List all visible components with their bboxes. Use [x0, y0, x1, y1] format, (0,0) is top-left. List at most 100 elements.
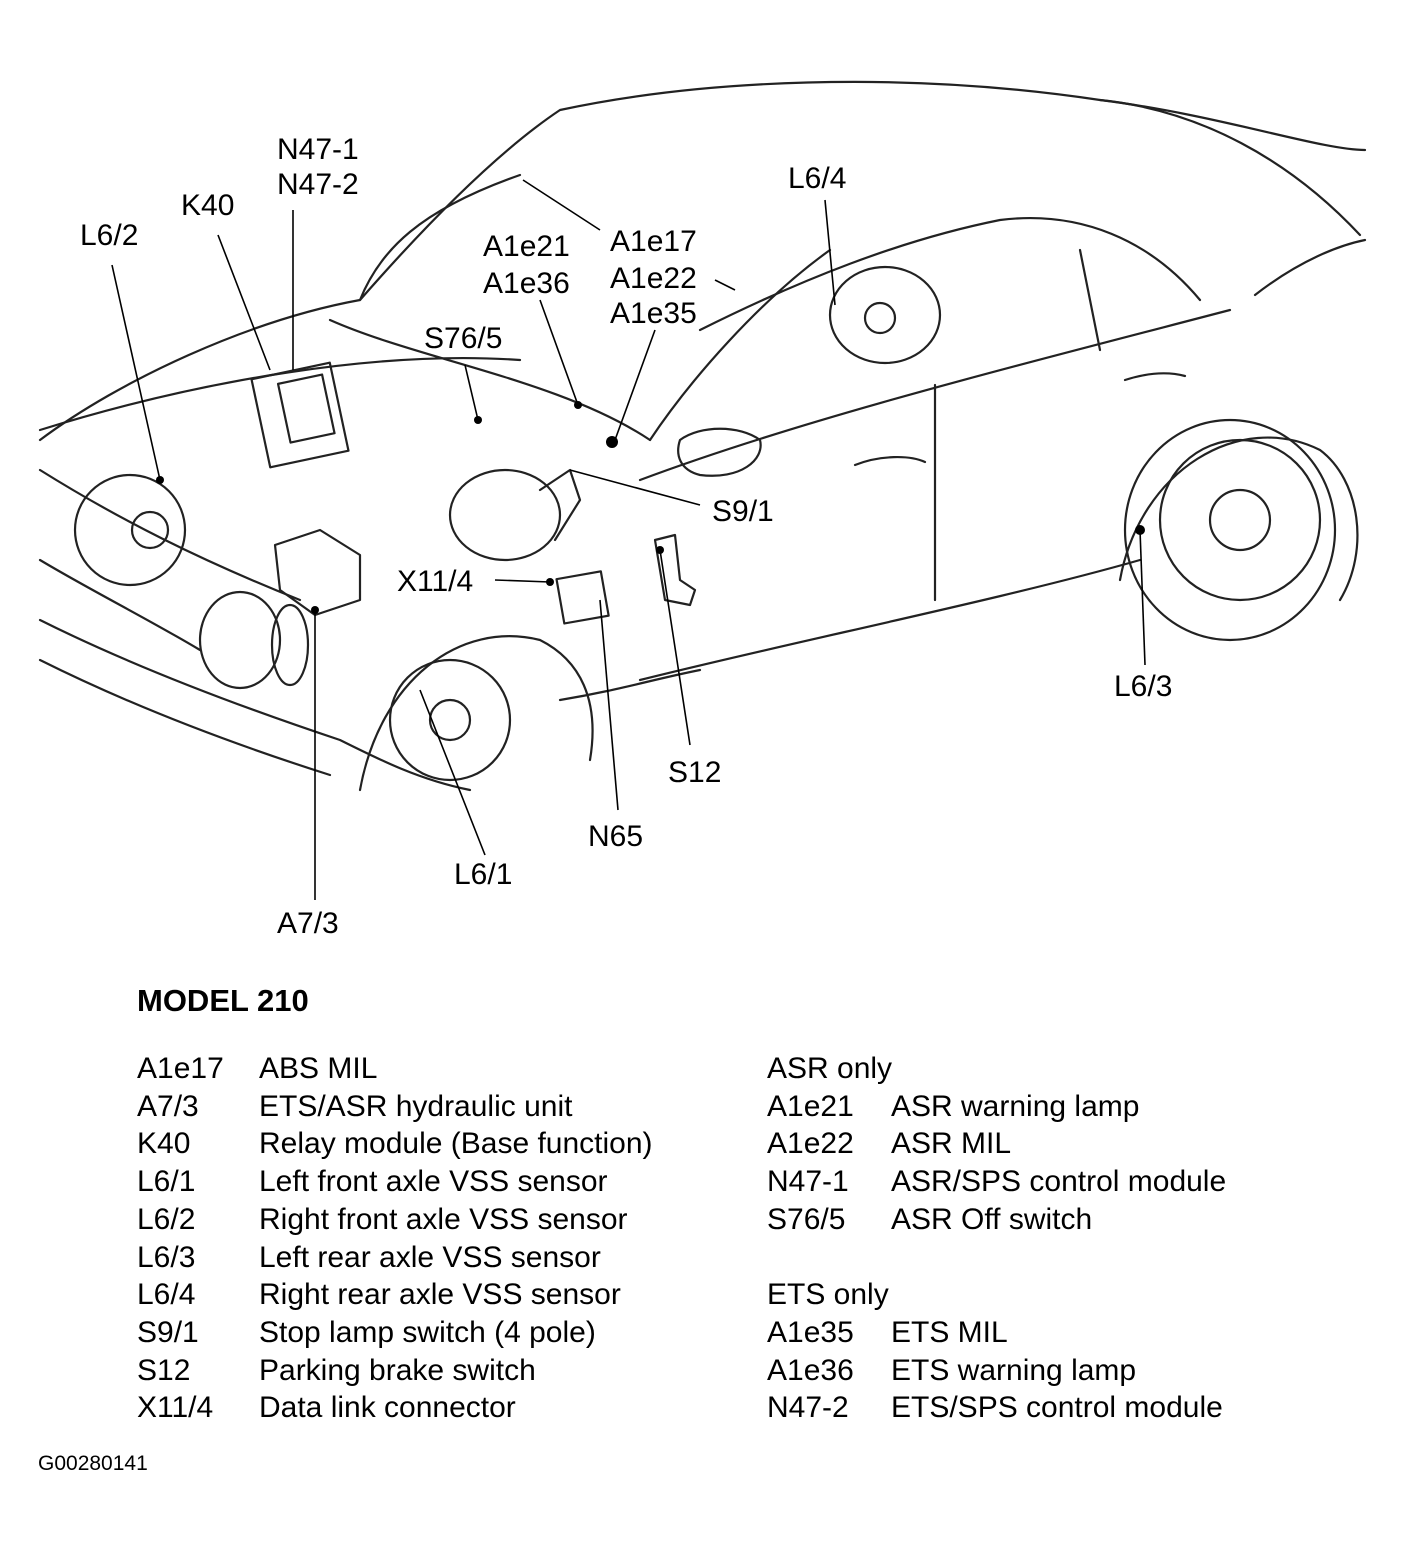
legend-desc: Right rear axle VSS sensor: [259, 1278, 621, 1312]
asr-group-heading: ASR only: [767, 1052, 893, 1085]
legend-desc: Relay module (Base function): [259, 1127, 653, 1161]
mirror: [677, 427, 762, 477]
legend-desc: Stop lamp switch (4 pole): [259, 1315, 596, 1349]
door-line-2: [1078, 248, 1102, 352]
legend-code: X11/4: [137, 1391, 214, 1425]
legend-code: S76/5: [767, 1202, 846, 1236]
legend-code: A1e17: [137, 1052, 224, 1085]
diagram-title: MODEL 210: [137, 983, 309, 1018]
data-link-box: [555, 570, 610, 625]
legend-code: A1e35: [767, 1315, 854, 1349]
callout-n47-2: N47-2: [277, 168, 359, 201]
parking-brake-bracket: [653, 533, 697, 607]
side-window-top: [698, 217, 1202, 332]
callout-x11-4: X11/4: [397, 565, 474, 598]
figure-id: G00280141: [38, 1452, 148, 1475]
legend-row: N47-1 ASR/SPS control module: [767, 1163, 1226, 1201]
legend-code: L6/1: [137, 1165, 196, 1199]
legend-desc: ETS/ASR hydraulic unit: [259, 1089, 573, 1123]
callout-l6-1: L6/1: [454, 858, 513, 891]
legend-row: A1e36 ETS warning lamp: [767, 1352, 1226, 1390]
brake-booster: [448, 468, 562, 562]
legend-row: S9/1 Stop lamp switch (4 pole): [137, 1314, 653, 1352]
callout-a1e36: A1e36: [483, 267, 570, 300]
callout-a1e17: A1e17: [610, 225, 697, 258]
roof-outline: [38, 80, 1367, 442]
hydraulic-unit: [273, 528, 362, 617]
hood-front: [38, 468, 302, 602]
legend-row: A1e21 ASR warning lamp: [767, 1088, 1226, 1126]
legend-desc: ETS warning lamp: [891, 1353, 1137, 1387]
front-wheel-arch: [358, 635, 594, 792]
legend-desc: ASR/SPS control module: [891, 1165, 1227, 1199]
legend-row: S12 Parking brake switch: [137, 1352, 653, 1390]
legend-desc: ASR warning lamp: [891, 1089, 1140, 1123]
legend-row: A1e17 ABS MIL: [137, 1050, 653, 1088]
legend-code: S12: [137, 1353, 191, 1387]
belt-line: [638, 308, 1232, 482]
headlamp: [198, 590, 282, 690]
legend-code: S9/1: [137, 1315, 199, 1349]
ets-group-heading: ETS only: [767, 1278, 889, 1312]
legend-row: L6/1 Left front axle VSS sensor: [137, 1163, 653, 1201]
control-modules: [250, 361, 350, 469]
legend-row: A1e22 ASR MIL: [767, 1125, 1226, 1163]
callout-s9-1: S9/1: [712, 495, 774, 528]
lower-body: [558, 668, 702, 702]
legend-row: N47-2 ETS/SPS control module: [767, 1389, 1226, 1427]
legend-row: K40 Relay module (Base function): [137, 1125, 653, 1163]
legend-desc: Left front axle VSS sensor: [259, 1165, 608, 1199]
legend-desc: ETS MIL: [891, 1315, 1008, 1349]
legend-row: L6/2 Right front axle VSS sensor: [137, 1201, 653, 1239]
legend-row: A1e35 ETS MIL: [767, 1314, 1226, 1352]
callout-s12: S12: [668, 756, 722, 789]
callout-l6-2: L6/2: [80, 219, 139, 252]
legend-code: A7/3: [137, 1089, 199, 1123]
a-pillar: [648, 248, 832, 442]
windshield-base: [328, 318, 652, 442]
rocker-line: [638, 558, 1142, 682]
legend-desc: Data link connector: [259, 1391, 516, 1425]
callout-k40: K40: [181, 189, 235, 222]
legend-right: ASR only A1e21 ASR warning lamp A1e22 ASR …: [767, 1050, 1226, 1427]
trunk-line: [1253, 238, 1367, 297]
legend-desc: ASR MIL: [891, 1127, 1012, 1161]
right-front-brake: [73, 473, 187, 587]
legend-code: A1e36: [767, 1353, 854, 1387]
rear-wheel-arch: [1118, 436, 1359, 602]
callout-n65: N65: [588, 820, 644, 853]
legend-row: L6/4 Right rear axle VSS sensor: [137, 1276, 653, 1314]
legend-row: X11/4 Data link connector: [137, 1389, 653, 1427]
callout-a1e35: A1e35: [610, 297, 697, 330]
legend-code: L6/3: [137, 1240, 196, 1274]
rear-tire: [1123, 418, 1337, 642]
callout-l6-3: L6/3: [1114, 670, 1173, 703]
legend-desc: Parking brake switch: [259, 1353, 536, 1387]
callout-a7-3: A7/3: [277, 907, 339, 940]
vehicle-diagram: [38, 80, 1367, 900]
legend-code: A1e21: [767, 1089, 854, 1123]
legend-desc: ABS MIL: [259, 1052, 378, 1085]
legend-desc: Right front axle VSS sensor: [259, 1202, 628, 1236]
legend-desc: ETS/SPS control module: [891, 1391, 1223, 1425]
legend-spacer: [767, 1239, 1226, 1277]
front-brake-disc: [388, 658, 512, 782]
legend-code: N47-2: [767, 1391, 849, 1425]
right-rear-brake: [828, 265, 942, 365]
legend-code: N47-1: [767, 1165, 849, 1199]
callout-l6-4: L6/4: [788, 162, 847, 195]
foglamp: [270, 603, 310, 687]
legend-code: L6/4: [137, 1278, 196, 1312]
front-bumper: [38, 618, 472, 792]
grille: [38, 558, 202, 652]
windshield-top: [358, 173, 522, 302]
callout-n47-1: N47-1: [277, 133, 359, 166]
legend-code: K40: [137, 1127, 191, 1161]
legend-row: A7/3 ETS/ASR hydraulic unit: [137, 1088, 653, 1126]
bumper-lower: [38, 658, 332, 777]
legend-code: L6/2: [137, 1202, 196, 1236]
legend-code: A1e22: [767, 1127, 854, 1161]
